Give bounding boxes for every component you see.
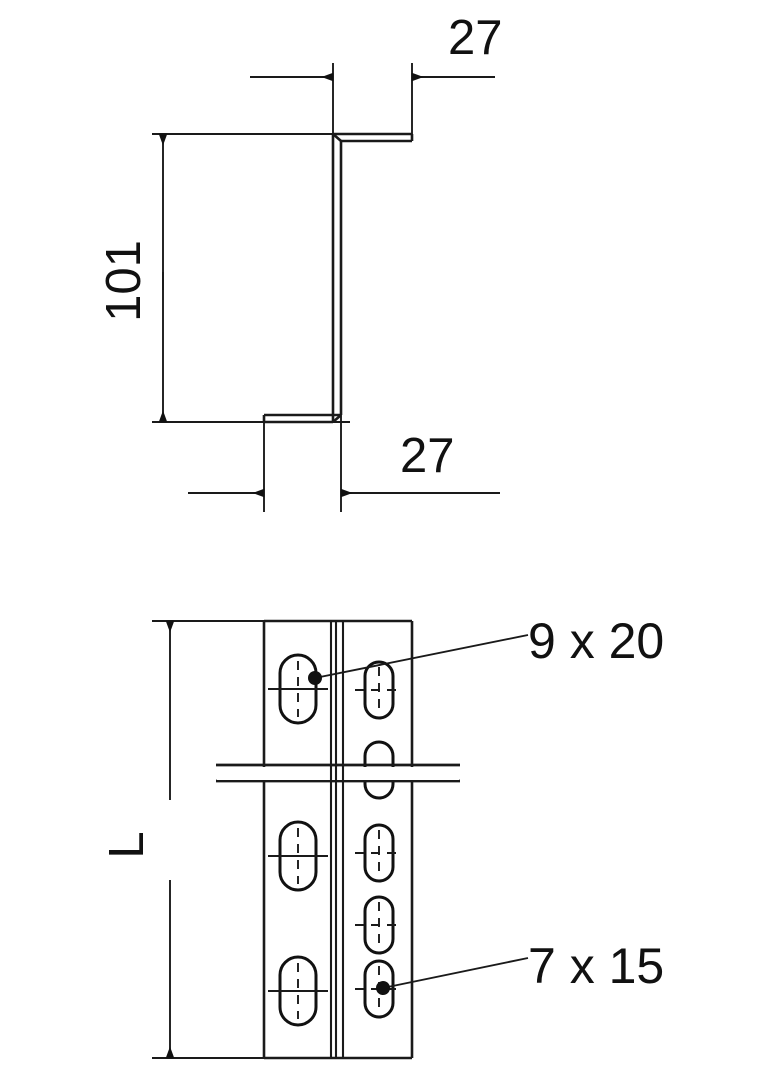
callout-label-slot-small: 7 x 15 <box>528 938 664 994</box>
callout-label-slot-large: 9 x 20 <box>528 613 664 669</box>
slot-group-right-column <box>355 660 403 1019</box>
leader-line-slot-small <box>382 957 529 989</box>
cross-section-view: 27 101 <box>97 11 503 512</box>
dim-label-height: 101 <box>97 240 151 322</box>
dim-label-length: L <box>100 831 154 858</box>
leader-dot-slot-small <box>376 981 390 995</box>
profile-top-inner-chamfer <box>332 133 342 142</box>
dim-label-top-width: 27 <box>448 11 503 65</box>
leader-dot-slot-large <box>308 671 322 685</box>
cross-member-fill <box>217 767 459 780</box>
leader-line-slot-large <box>314 634 529 679</box>
elevation-view: 9 x 20 7 x 15 L <box>100 613 664 1060</box>
slot-group-left-column <box>268 653 328 1027</box>
dim-label-bottom-width: 27 <box>400 429 455 483</box>
profile-bottom-inner-chamfer <box>332 414 342 423</box>
